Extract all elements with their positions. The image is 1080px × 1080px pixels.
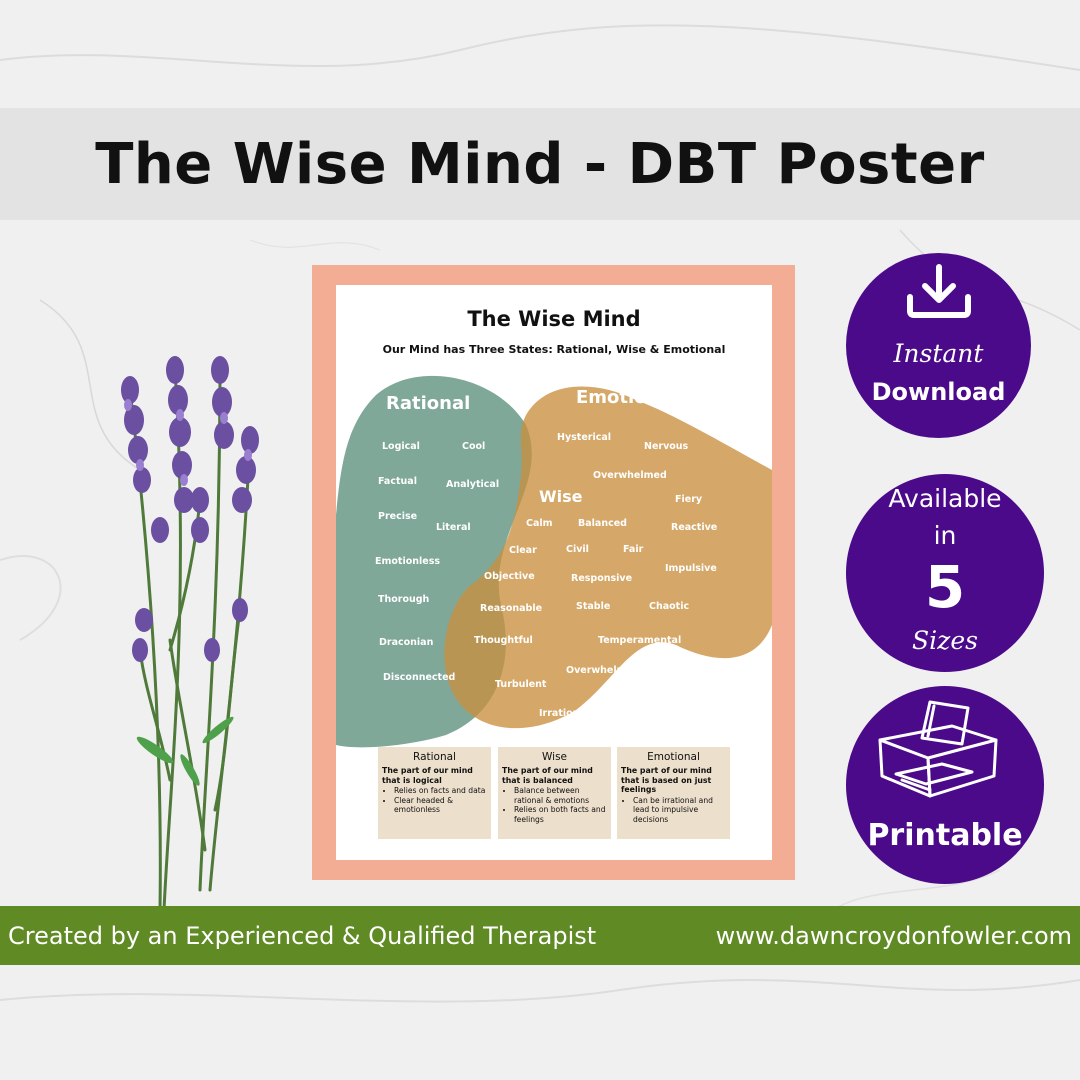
box-title: Rational [413, 751, 456, 763]
footer-band: Created by an Experienced & Qualified Th… [0, 906, 1080, 965]
poster-frame: The Wise Mind Our Mind has Three States:… [312, 265, 795, 880]
sizes-number: 5 [924, 553, 966, 621]
word-label: Reasonable [480, 603, 543, 614]
word-label: Nervous [644, 441, 689, 452]
rational-box: Rational The part of our mind that is lo… [378, 747, 491, 839]
poster-title: The Wise Mind [467, 307, 641, 331]
word-label: Fiery [675, 494, 703, 505]
download-text: Download [871, 378, 1006, 406]
sizes-badge: Available in 5 Sizes [846, 474, 1044, 672]
venn-blobs [336, 375, 772, 748]
box-title: Wise [542, 751, 567, 763]
box-description: The part of our mind that is based on ju… [621, 766, 712, 794]
word-label: Irrational [539, 708, 590, 719]
box-bullet: Relies on both facts and feelings [514, 805, 607, 824]
word-label: Chaotic [649, 601, 690, 612]
word-label: Factual [378, 476, 417, 487]
word-label: Objective [484, 571, 535, 582]
word-label: Fair [623, 544, 644, 555]
box-bullet: Relies on facts and data [394, 786, 487, 796]
box-title: Emotional [647, 751, 700, 763]
word-label: Thoughtful [474, 635, 533, 646]
word-label: Temperamental [598, 635, 682, 646]
word-label: Responsive [571, 573, 633, 584]
sizes-text: Sizes [912, 626, 978, 655]
wise-heading: Wise [539, 487, 583, 506]
word-label: Emotionless [375, 556, 441, 567]
footer-tagline: Created by an Experienced & Qualified Th… [8, 921, 597, 950]
instant-text: Instant [893, 339, 984, 368]
poster-page: The Wise Mind Our Mind has Three States:… [336, 285, 772, 860]
in-text: in [933, 521, 957, 550]
box-bullet: Balance between rational & emotions [514, 786, 607, 805]
word-label: Draconian [379, 637, 434, 648]
poster-subtitle: Our Mind has Three States: Rational, Wis… [382, 343, 726, 356]
word-label: Stable [576, 601, 611, 612]
footer-website: www.dawncroydonfowler.com [715, 921, 1072, 950]
box-bullet: Clear headed & emotionless [394, 796, 487, 815]
word-label: Thorough [378, 594, 430, 605]
word-label: Logical [382, 441, 420, 452]
word-label: Cool [462, 441, 486, 452]
emotional-box: Emotional The part of our mind that is b… [617, 747, 730, 839]
rational-heading: Rational [386, 393, 471, 414]
word-label: Literal [436, 522, 471, 533]
word-label: Overwhelming [566, 665, 644, 676]
word-label: Disconnected [383, 672, 456, 683]
printer-icon [878, 700, 998, 798]
title-banner: The Wise Mind - DBT Poster [0, 108, 1080, 220]
word-label: Overwhelmed [593, 470, 667, 481]
word-label: Reactive [671, 522, 718, 533]
download-icon [907, 264, 971, 318]
word-label: Calm [526, 518, 553, 529]
printable-badge: Printable [846, 686, 1044, 884]
word-label: Precise [378, 511, 418, 522]
printable-text: Printable [867, 818, 1023, 853]
word-label: Analytical [446, 479, 500, 490]
banner-title: The Wise Mind - DBT Poster [95, 131, 985, 197]
emotional-blob [444, 386, 772, 729]
available-text: Available [888, 484, 1002, 513]
emotional-heading: Emotional [576, 387, 678, 408]
word-label: Balanced [578, 518, 627, 529]
box-bullet: Can be irrational and lead to impulsive … [633, 796, 726, 825]
word-label: Impulsive [665, 563, 717, 574]
box-description: The part of our mind that is balanced [502, 766, 593, 785]
word-label: Hysterical [557, 432, 612, 443]
box-description: The part of our mind that is logical [382, 766, 473, 785]
word-label: Civil [566, 544, 589, 555]
instant-download-badge: Instant Download [846, 253, 1031, 438]
word-label: Clear [509, 545, 537, 556]
word-label: Turbulent [495, 679, 547, 690]
wise-box: Wise The part of our mind that is balanc… [498, 747, 611, 839]
lavender-image [121, 356, 259, 912]
